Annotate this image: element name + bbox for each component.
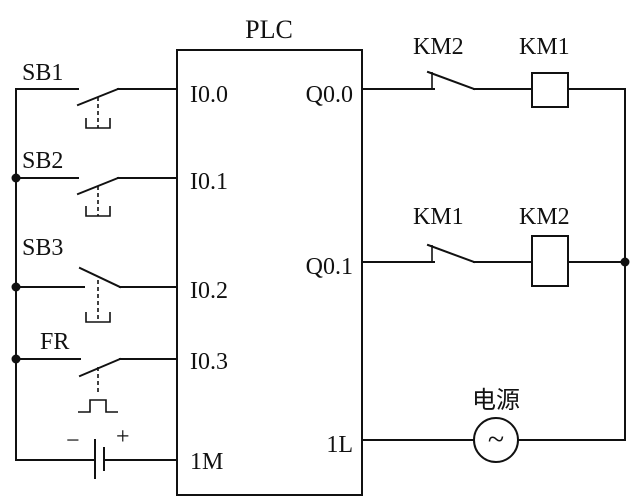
- ac-symbol: ~: [488, 423, 504, 456]
- plc-output-q00: Q0.0: [306, 82, 353, 108]
- plc-input-i01: I0.1: [190, 169, 228, 195]
- plc-box: [176, 49, 363, 496]
- switch-sb2: SB2: [15, 148, 178, 217]
- plc-output-1l: 1L: [326, 432, 353, 458]
- switch-sb1-label: SB1: [22, 60, 63, 86]
- plc-output-q01: Q0.1: [306, 254, 353, 280]
- km1-coil: [531, 72, 569, 108]
- km2-coil: [531, 235, 569, 287]
- plc-input-i02: I0.2: [190, 278, 228, 304]
- plc-input-i03: I0.3: [190, 349, 228, 375]
- plc-title: PLC: [245, 15, 293, 44]
- battery-plus-label: +: [116, 424, 130, 450]
- switch-sb3: SB3: [15, 235, 178, 323]
- switch-fr: FR: [15, 329, 178, 413]
- row1-coil-label: KM1: [519, 34, 570, 60]
- plc-input-i00: I0.0: [190, 82, 228, 108]
- ac-power-source: ~ 电源: [361, 386, 626, 463]
- km1-nc-contact: [426, 243, 476, 264]
- row2-coil-label: KM2: [519, 204, 570, 230]
- power-label: 电源: [472, 386, 520, 414]
- battery-minus-label: −: [66, 428, 80, 454]
- battery: − +: [15, 424, 178, 479]
- output-row-q00: KM2 KM1: [361, 34, 626, 108]
- switch-sb2-label: SB2: [22, 148, 63, 174]
- switch-fr-label: FR: [40, 329, 69, 355]
- switch-sb1: SB1: [15, 60, 178, 129]
- km2-nc-contact: [426, 70, 476, 91]
- output-row-q01: KM1 KM2: [361, 204, 626, 287]
- row1-contact-label: KM2: [413, 34, 464, 60]
- plc-input-1m: 1M: [190, 449, 223, 475]
- row2-contact-label: KM1: [413, 204, 464, 230]
- switch-sb3-label: SB3: [22, 235, 63, 261]
